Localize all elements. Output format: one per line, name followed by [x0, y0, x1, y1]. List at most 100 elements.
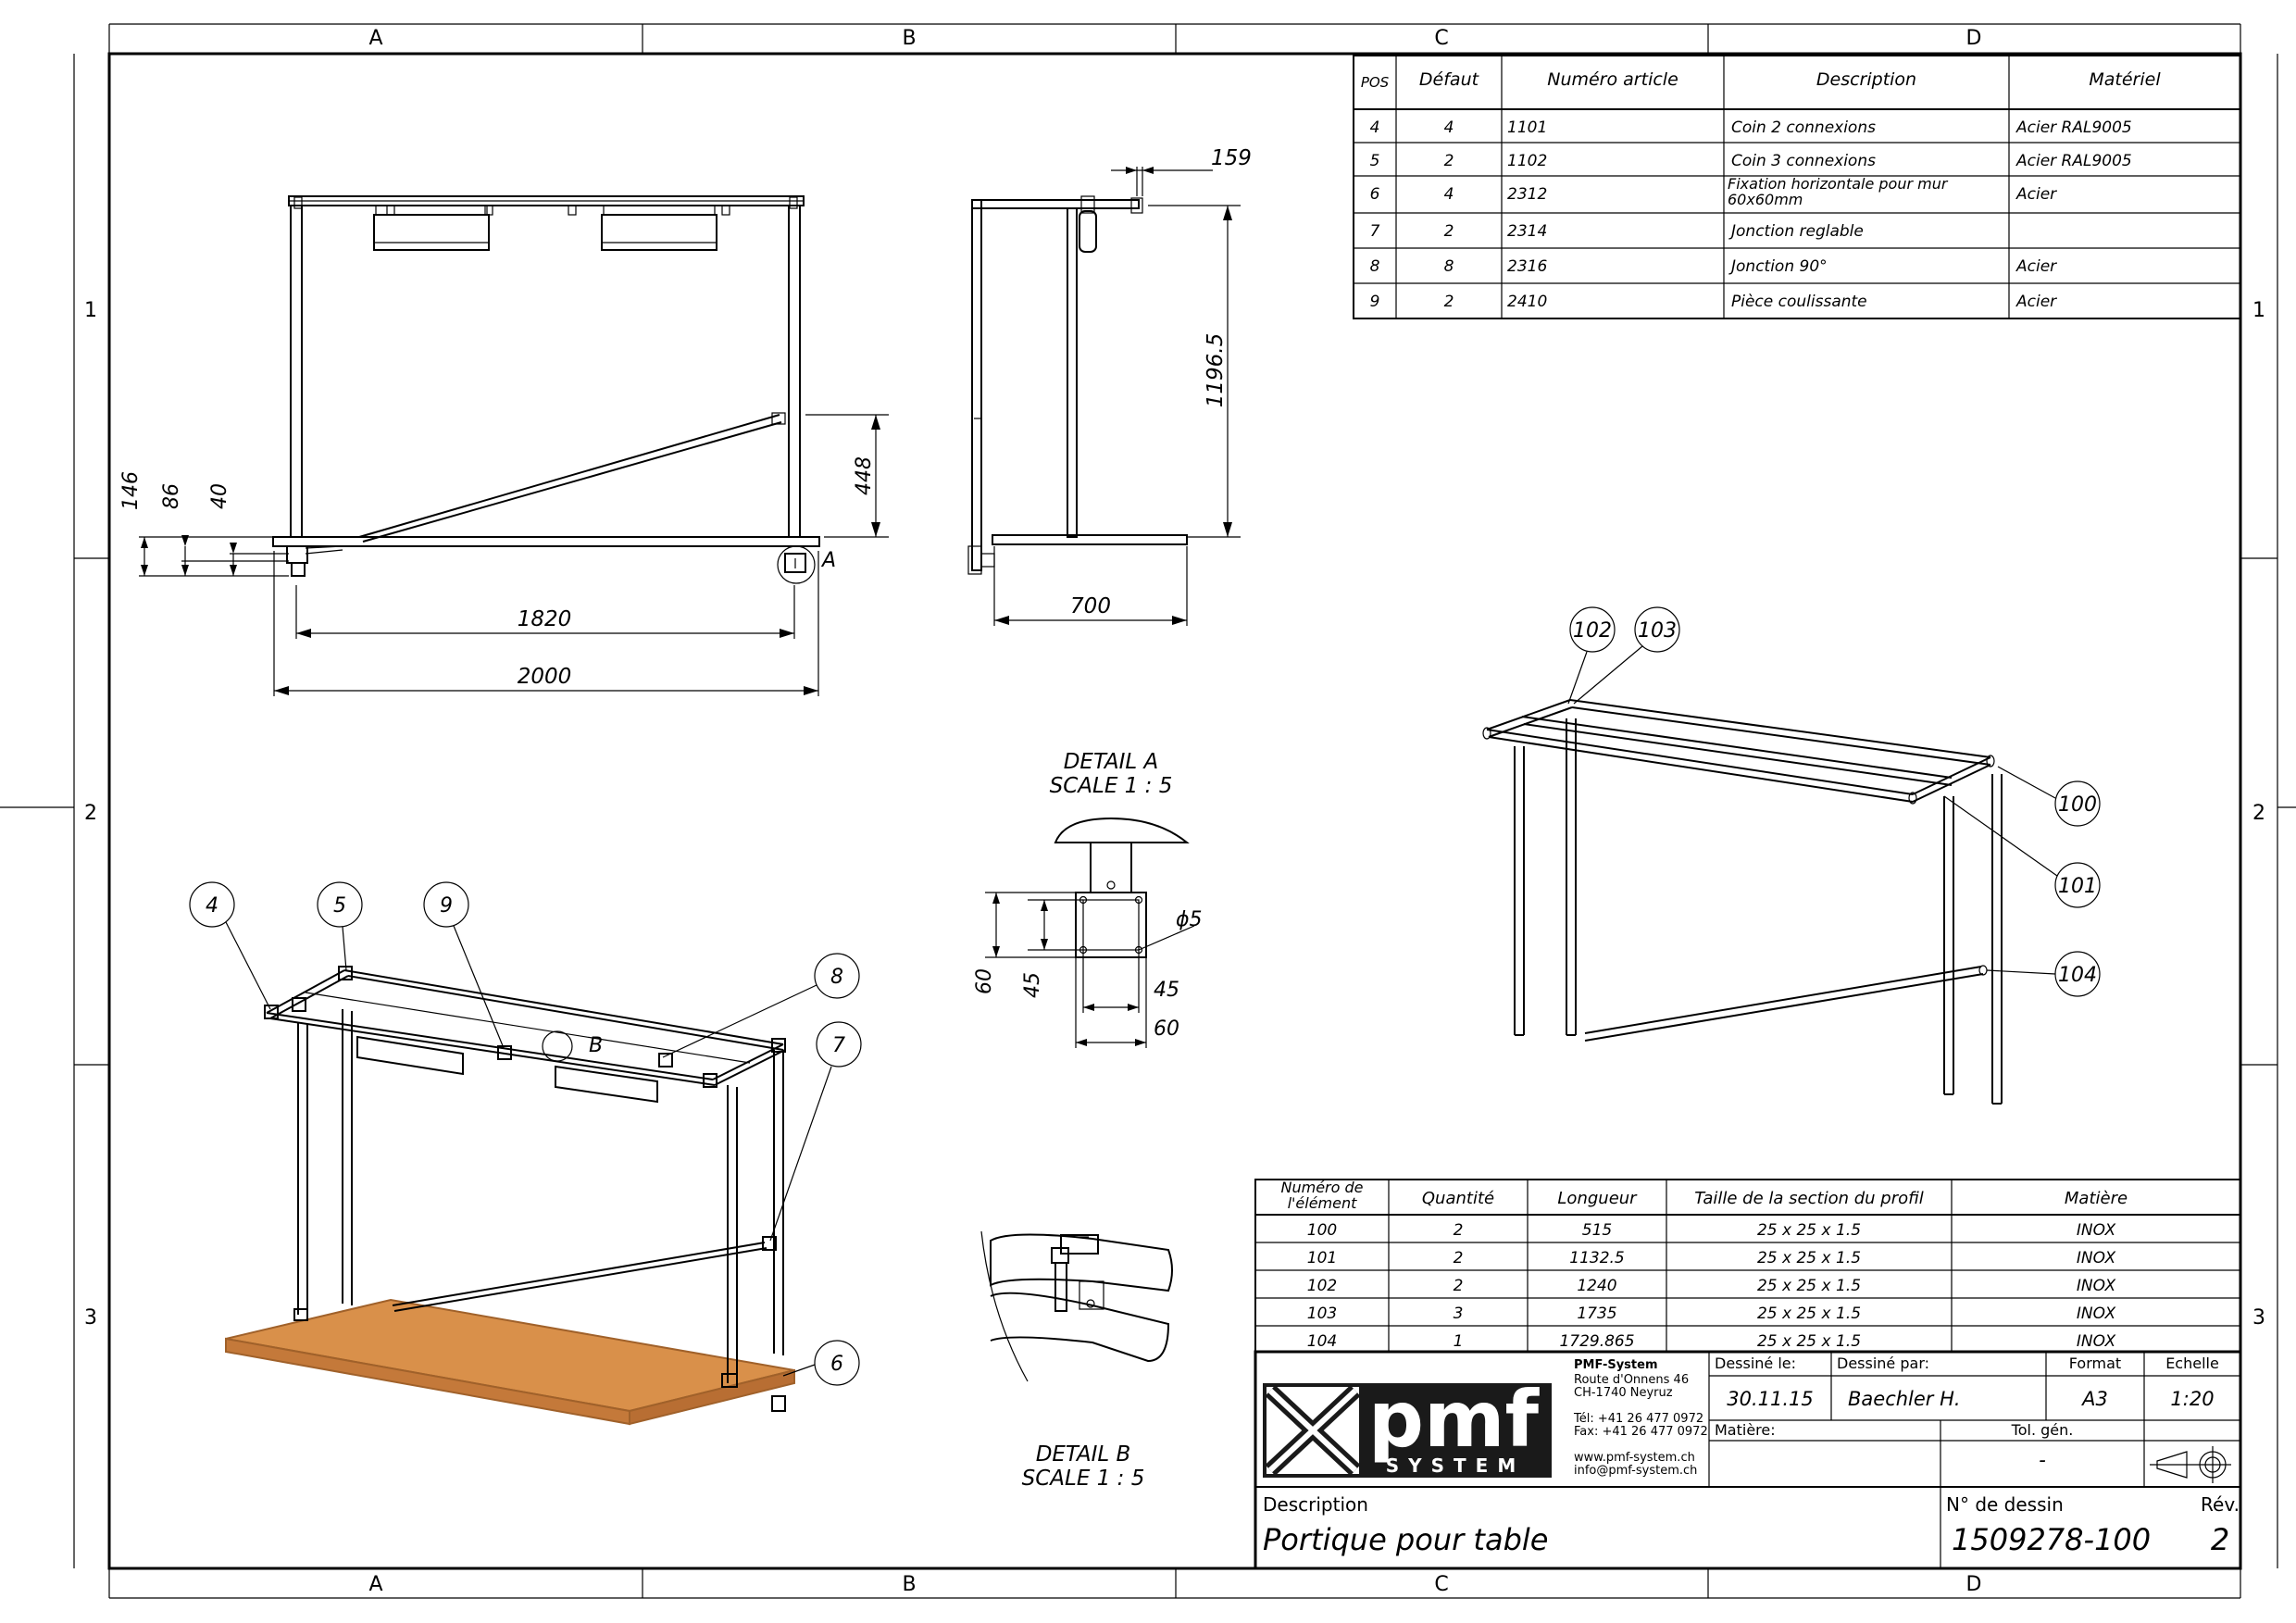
- bom-row-pos: 6: [1370, 185, 1380, 204]
- dim-detail-60-vertical: 60: [973, 968, 996, 994]
- frame-balloons: 102 103 100 101 104: [1567, 606, 2101, 997]
- balloon-8: 8: [830, 966, 843, 989]
- profiles-cell-element: 100: [1307, 1221, 1337, 1240]
- col-label-bottom-c: C: [1434, 1573, 1448, 1596]
- bom-header-pos: POS: [1361, 74, 1390, 91]
- company-address-1: Route d'Onnens 46: [1574, 1373, 1689, 1387]
- bom-row-article: 1102: [1507, 152, 1547, 170]
- tolerance-label: Tol. gén.: [2011, 1421, 2074, 1439]
- frame-iso-view: [1482, 699, 2003, 1105]
- logo-wordmark: pmf: [1368, 1374, 1541, 1465]
- dim-detail-60-horizontal: 60: [1154, 1017, 1179, 1041]
- row-label-right-3: 3: [2252, 1306, 2265, 1330]
- profiles-cell-element: 103: [1307, 1305, 1337, 1323]
- scale-label: Echelle: [2165, 1355, 2219, 1372]
- bom-row-qty: 2: [1444, 152, 1454, 170]
- col-label-bottom-d: D: [1966, 1573, 1982, 1596]
- pmf-logo: pmf SYSTEM: [1263, 1374, 1552, 1478]
- side-view: [967, 195, 1188, 575]
- side-view-dimensions: 159 1196.5 700: [993, 146, 1252, 626]
- col-label-top-a: A: [368, 27, 382, 50]
- balloon-101: 101: [2058, 875, 2097, 898]
- profiles-cell-length: 1240: [1577, 1277, 1616, 1295]
- sheet-border: [0, 23, 2296, 1599]
- balloon-103: 103: [1638, 619, 1677, 643]
- balloon-104: 104: [2058, 964, 2097, 987]
- drawn-by-label: Dessiné par:: [1837, 1355, 1929, 1372]
- profiles-cell-quantity: 2: [1454, 1221, 1464, 1240]
- bom-row-description: Jonction reglable: [1728, 222, 1864, 241]
- company-fax: Fax: +41 26 477 0972: [1574, 1425, 1708, 1439]
- detail-a-title: DETAIL A: [1064, 750, 1159, 774]
- drawing-number-value: 1509278-100: [1952, 1522, 2151, 1557]
- dim-1820: 1820: [518, 607, 572, 631]
- dim-detail-hole-diameter: ϕ5: [1176, 908, 1203, 931]
- revision-value: 2: [2211, 1522, 2229, 1557]
- balloon-102: 102: [1573, 619, 1612, 643]
- detail-b-scale: SCALE 1 : 5: [1022, 1467, 1145, 1491]
- profiles-cell-length: 515: [1582, 1221, 1612, 1240]
- profiles-cell-length: 1132.5: [1569, 1249, 1624, 1267]
- bom-row-article: 2316: [1507, 257, 1547, 276]
- detail-b-title: DETAIL B: [1036, 1442, 1131, 1467]
- material-label: Matière:: [1715, 1421, 1776, 1439]
- profiles-header-element-wrap: Numéro de l'élément: [1281, 1180, 1364, 1211]
- dim-86: 86: [160, 483, 183, 509]
- company-name: PMF-System: [1574, 1358, 1658, 1372]
- col-label-bottom-b: B: [902, 1573, 916, 1596]
- bom-row-qty: 4: [1444, 185, 1454, 204]
- company-tel: Tél: +41 26 477 0972: [1573, 1412, 1703, 1426]
- profiles-header-length: Longueur: [1557, 1189, 1638, 1208]
- profiles-cell-quantity: 2: [1454, 1277, 1464, 1295]
- description-label: Description: [1263, 1493, 1368, 1516]
- profiles-cell-quantity: 3: [1454, 1305, 1464, 1323]
- bom-profiles-table: Numéro de l'élément Quantité Longueur Ta…: [1254, 1179, 2241, 1353]
- bom-row-pos: 4: [1370, 119, 1380, 137]
- balloon-100: 100: [2058, 793, 2097, 817]
- profiles-cell-quantity: 1: [1454, 1332, 1464, 1351]
- dim-detail-45-vertical: 45: [1021, 972, 1044, 998]
- profiles-cell-length: 1735: [1577, 1305, 1616, 1323]
- bom-row-qty: 2: [1444, 293, 1454, 311]
- balloon-9: 9: [440, 894, 453, 918]
- profiles-rows: 100 2 515 25 x 25 x 1.5 INOX 101 2 1132.…: [1307, 1221, 2116, 1351]
- format-label: Format: [2069, 1355, 2121, 1372]
- profiles-cell-material: INOX: [2077, 1305, 2116, 1323]
- bom-row-pos: 9: [1370, 293, 1380, 311]
- profiles-cell-element: 102: [1307, 1277, 1337, 1295]
- lamp-left: [373, 205, 490, 251]
- profiles-cell-material: INOX: [2077, 1249, 2116, 1267]
- bom-row-material: Acier RAL9005: [2015, 152, 2132, 170]
- projection-symbol-icon: [2150, 1446, 2231, 1483]
- profiles-cell-section: 25 x 25 x 1.5: [1757, 1277, 1861, 1295]
- bom-row-description: Fixation horizontale pour mur 60x60mm: [1728, 176, 1948, 208]
- grid-labels: A B C D A B C D 1 2 3 1 2 3: [84, 27, 2265, 1596]
- detail-a-scale: SCALE 1 : 5: [1050, 774, 1173, 798]
- bom-row-article: 2314: [1507, 222, 1547, 241]
- dim-40: 40: [208, 483, 231, 509]
- format-value: A3: [2080, 1388, 2108, 1410]
- lamp-right: [601, 205, 718, 251]
- dim-448: 448: [853, 456, 876, 495]
- dim-2000: 2000: [518, 665, 572, 689]
- bom-row-article: 2410: [1507, 293, 1547, 311]
- bom-row-material: Acier: [2015, 185, 2057, 204]
- bom-row-description: Coin 3 connexions: [1731, 152, 1876, 170]
- profiles-cell-section: 25 x 25 x 1.5: [1757, 1305, 1861, 1323]
- profiles-cell-element: 101: [1307, 1249, 1337, 1267]
- bom-header-description: Description: [1816, 69, 1916, 90]
- bom-parts-table: POS Défaut Numéro article Description Ma…: [1353, 55, 2241, 319]
- profiles-cell-element: 104: [1307, 1332, 1337, 1351]
- bom-row-description-wrap: Fixation horizontale pour mur 60x60mm: [1728, 176, 1948, 208]
- profiles-cell-section: 25 x 25 x 1.5: [1757, 1249, 1861, 1267]
- profiles-cell-material: INOX: [2077, 1277, 2116, 1295]
- bom-row-pos: 7: [1370, 222, 1380, 241]
- dim-1196-5: 1196.5: [1204, 333, 1228, 407]
- scale-value: 1:20: [2170, 1388, 2214, 1410]
- col-label-top-d: D: [1966, 27, 1982, 50]
- front-view: A: [272, 195, 836, 584]
- profiles-cell-section: 25 x 25 x 1.5: [1757, 1221, 1861, 1240]
- balloon-7: 7: [832, 1034, 845, 1057]
- bom-header-article: Numéro article: [1547, 69, 1678, 90]
- profiles-cell-material: INOX: [2077, 1332, 2116, 1351]
